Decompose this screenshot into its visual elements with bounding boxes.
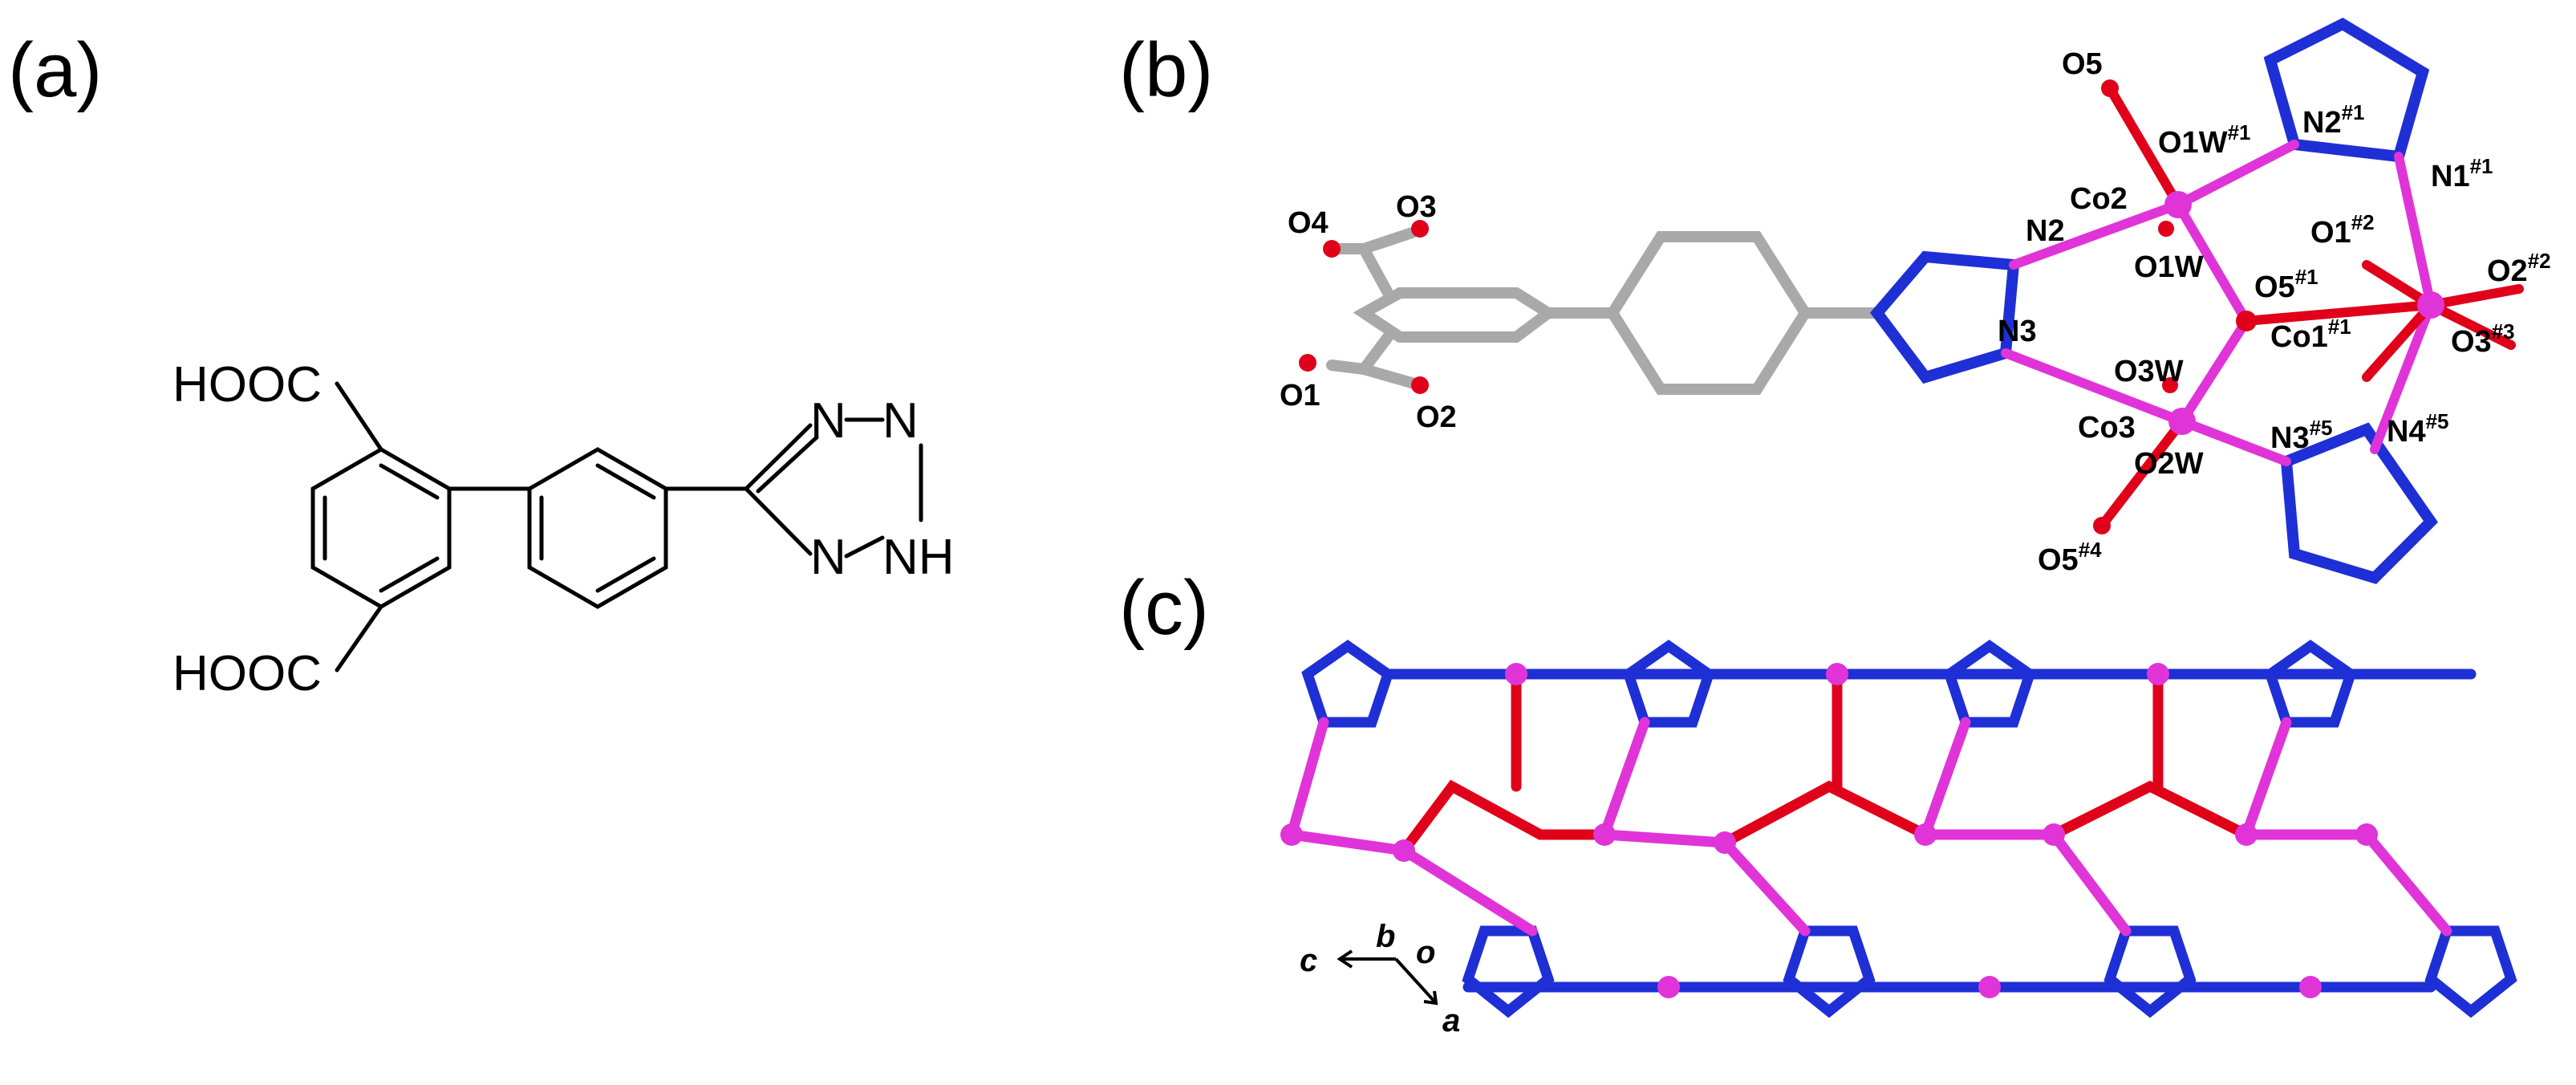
tetrazole-n-top: N [810, 393, 846, 449]
chain-network: c b o a [1280, 640, 2517, 1038]
axis-label-o: o [1416, 935, 1435, 970]
axis-label-a: a [1442, 1003, 1460, 1038]
chain-top-tetrazoles [1301, 640, 2477, 728]
co1-atom [2417, 291, 2444, 319]
label-o3: O3 [1396, 190, 1437, 224]
tetrazole-upper [2263, 18, 2430, 163]
bond-cooh-bottom [335, 604, 383, 673]
cooh-top-label: HOOC [172, 357, 322, 412]
panel-label-c: (c) [1119, 565, 1209, 651]
label-o3w: O3W [2114, 355, 2184, 388]
molecule-structure: HOOC HOOC N N N NH [172, 357, 955, 701]
axis-label-c: c [1300, 943, 1317, 978]
ligand-skeleton [1326, 227, 1883, 395]
tetrazole-ring [744, 417, 923, 559]
label-o5: O5 [2062, 47, 2103, 81]
label-o2-2: O2#2 [2487, 249, 2551, 288]
label-n3: N3 [1998, 315, 2037, 348]
panel-label-a: (a) [8, 27, 102, 113]
label-o3-3: O3#3 [2451, 319, 2515, 359]
label-n3-5: N3#5 [2270, 416, 2333, 455]
cooh-bottom-label: HOOC [172, 646, 322, 701]
chain-co-bonds [1284, 717, 2452, 937]
benzene-ring-left [310, 447, 452, 609]
crystal-axes [1337, 949, 1438, 1006]
chain-bottom-tetrazoles [1462, 925, 2517, 1018]
label-o2w: O2W [2134, 447, 2204, 481]
benzene-ring-right [527, 447, 668, 609]
label-co3: Co3 [2078, 411, 2136, 445]
label-co1-1: Co1#1 [2270, 315, 2351, 354]
label-o1w-1: O1W#1 [2158, 120, 2250, 160]
tetrazole-n-left: N [810, 530, 846, 585]
tetrazole-lower [2280, 422, 2439, 584]
label-o1: O1 [1280, 379, 1320, 412]
label-o4: O4 [1288, 206, 1329, 240]
tetrazole-n-right: N [882, 393, 919, 449]
label-n1-1: N1#1 [2431, 154, 2493, 193]
label-o1w: O1W [2134, 250, 2204, 284]
panel-label-b: (b) [1119, 27, 1213, 113]
label-co2: Co2 [2070, 182, 2128, 216]
tetrazole-nh: NH [882, 530, 955, 585]
label-n4-5: N4#5 [2387, 409, 2449, 449]
label-o5-4: O5#4 [2038, 538, 2102, 577]
label-n2: N2 [2026, 214, 2065, 248]
chain-o-bonds [1398, 668, 2252, 856]
label-o5-1: O5#1 [2254, 265, 2318, 304]
tetrazole-b [1870, 250, 2020, 384]
coordination-environment: O5 O1W#1 N2#1 N1#1 Co2 N2 O1W O1#2 O5#1 … [1280, 18, 2551, 584]
axis-label-b: b [1376, 919, 1395, 954]
label-o1-2: O1#2 [2310, 210, 2375, 250]
carboxylate-oxygens [1299, 220, 1429, 394]
bond-cooh-top [335, 381, 383, 452]
label-n2-1: N2#1 [2302, 100, 2365, 140]
label-o2: O2 [1416, 400, 1457, 434]
cobalt-bonds [2001, 140, 2436, 466]
chain-co-atoms [1280, 663, 2378, 998]
co3-atom [2168, 408, 2196, 435]
oxygen-bonds [2097, 83, 2524, 530]
co2-atom [2164, 191, 2192, 218]
